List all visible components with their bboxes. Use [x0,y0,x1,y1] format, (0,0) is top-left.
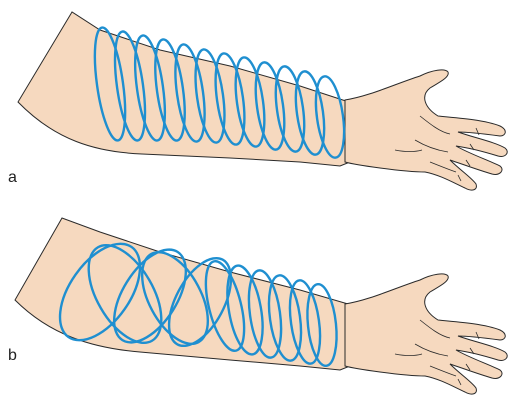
panel-label-b: b [8,347,17,364]
hand-a [345,70,507,190]
hand-b [345,274,507,394]
panel-b: b [8,218,507,394]
panel-label-a: a [8,169,17,186]
panel-a: a [8,12,507,190]
